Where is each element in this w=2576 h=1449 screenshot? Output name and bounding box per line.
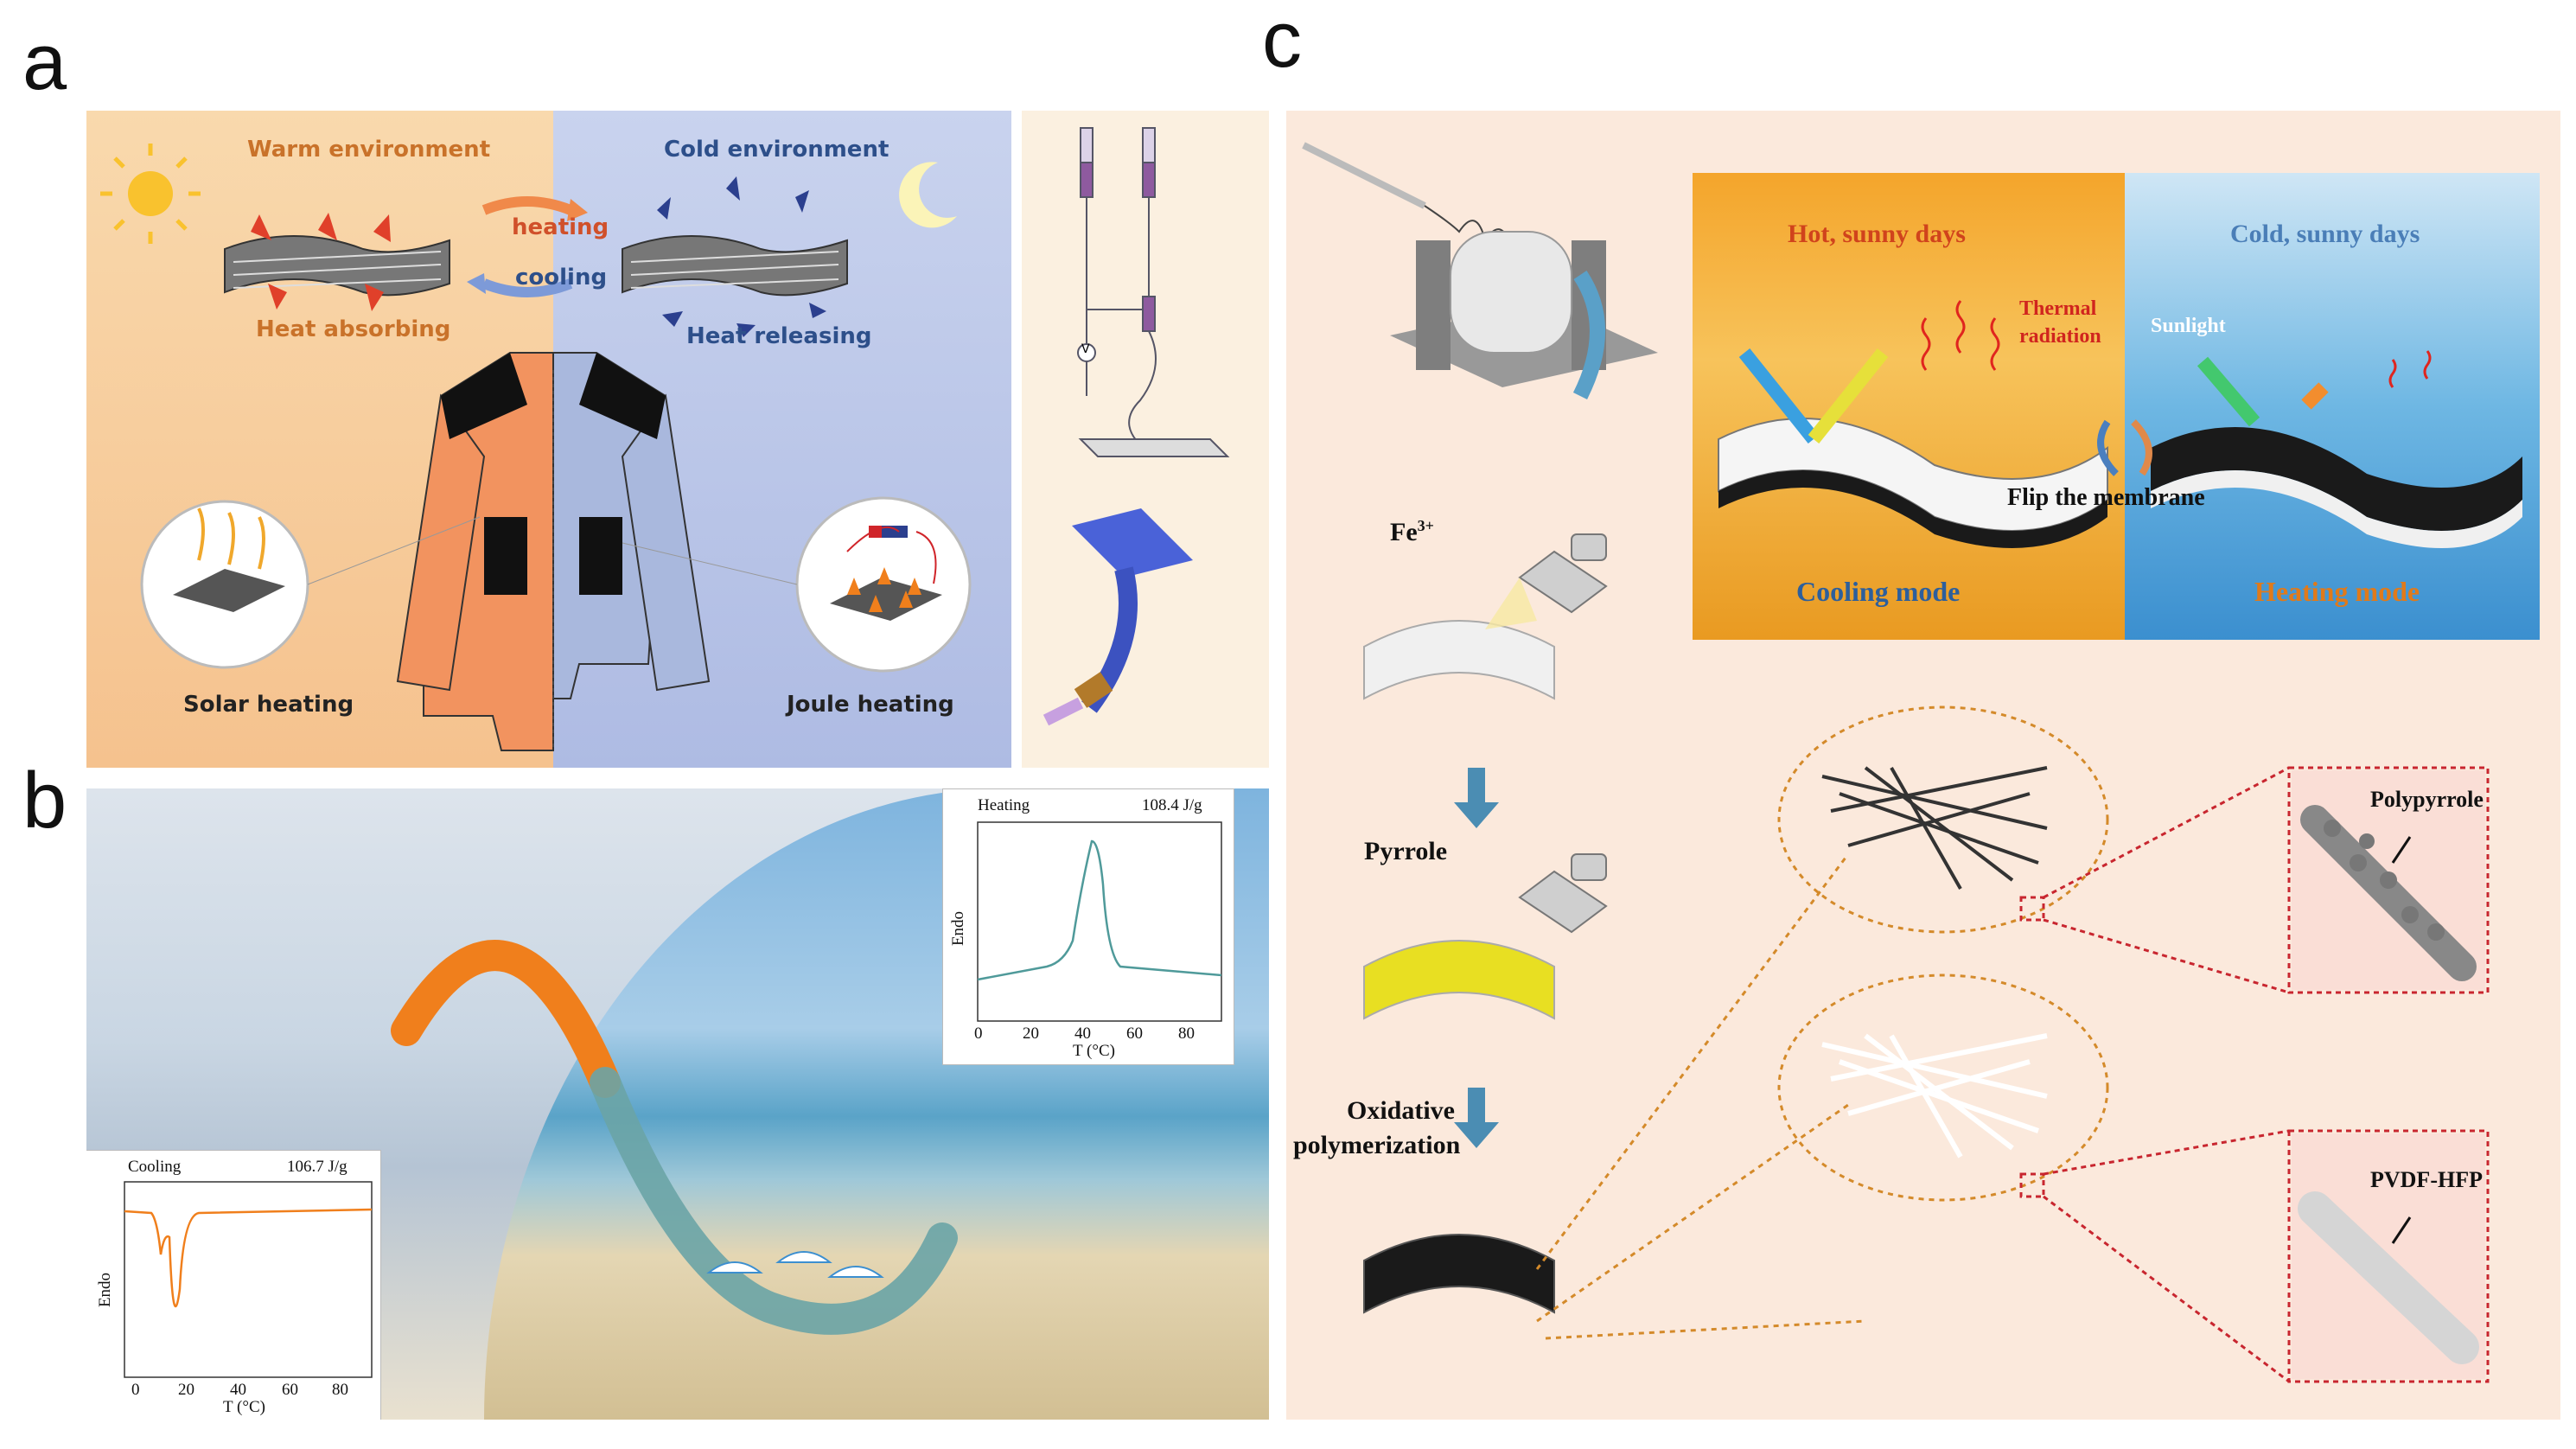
panel-b: Heating 108.4 J/g Endo 0 20 40 60 80 T (…: [86, 788, 1269, 1420]
panel-letter-b: b: [22, 756, 67, 845]
oxidative-label: Oxidative: [1347, 1096, 1455, 1125]
absorb-arrows: [251, 213, 391, 311]
warm-environment-label: Warm environment: [247, 137, 491, 163]
cooling-tick-20: 20: [178, 1381, 194, 1399]
parasol-icons: [706, 1251, 884, 1278]
cooling-tick-60: 60: [282, 1381, 298, 1399]
cold-environment-label: Cold environment: [664, 137, 889, 163]
thermal-radiation-arrows: [1921, 300, 2432, 388]
black-fiber-network: [1821, 766, 2048, 890]
white-membrane: [1363, 620, 1555, 700]
solar-heating-label: Solar heating: [183, 692, 354, 718]
fiber-wave-illustration: [391, 940, 958, 1335]
zoom-box-lines: [2019, 766, 2490, 1383]
heating-mode-image: [2125, 173, 2540, 640]
mode-membranes: [1718, 300, 2522, 548]
joule-heating-label: Joule heating: [787, 692, 954, 718]
warm-fabric-mesh: [224, 235, 450, 297]
fe-label: Fe3+: [1390, 517, 1434, 547]
hot-days-label: Hot, sunny days: [1788, 220, 1966, 248]
cooling-enthalpy-label: 106.7 J/g: [287, 1158, 348, 1176]
sunlight-rainbow-arrows: [1738, 348, 2329, 444]
black-membrane: [1363, 1234, 1555, 1314]
yellow-membrane: [1363, 940, 1555, 1020]
cooling-mode-label: Cooling mode: [1796, 576, 1961, 607]
flip-arrows-icon: [2097, 419, 2152, 476]
cooling-dsc-inset: Cooling 106.7 J/g Endo 0 20 40 60 80 T (…: [86, 1150, 381, 1420]
heating-tick-0: 0: [974, 1025, 983, 1043]
pyrrole-label: Pyrrole: [1364, 837, 1448, 865]
cooling-arrow-label: cooling: [515, 265, 608, 290]
cooling-tick-0: 0: [131, 1381, 140, 1399]
moon-icon: [899, 162, 957, 228]
pvdf-rod-icon: [2298, 1191, 2479, 1364]
cooling-mode-image: [1693, 173, 2125, 640]
cooling-xlabel: T (°C): [223, 1398, 265, 1416]
pvdf-hfp-label: PVDF-HFP: [2370, 1167, 2483, 1192]
panel-c-illustration: [1302, 142, 2490, 1383]
cold-fabric-mesh: [622, 235, 848, 297]
process-arrow-2: [1454, 1088, 1499, 1148]
panel-letter-a: a: [22, 18, 67, 106]
voltmeter-symbol: V: [1081, 342, 1090, 356]
thermal-label: Thermal: [2019, 297, 2097, 320]
spray-gun-icon-2: [1518, 853, 1608, 934]
polypyrrole-label: Polypyrrole: [2370, 787, 2484, 812]
sunlight-label: Sunlight: [2151, 315, 2226, 337]
heating-tick-80: 80: [1178, 1025, 1195, 1043]
zoom-guide-lines: [1535, 705, 2109, 1340]
panel-a-illustration: [100, 127, 1230, 751]
heating-arrow-label: heating: [512, 214, 609, 240]
coaxial-fiber-illustration: [1043, 508, 1193, 726]
cooling-dsc-curve: [124, 1181, 373, 1378]
heating-tick-20: 20: [1023, 1025, 1039, 1043]
white-fiber-network: [1821, 1033, 2048, 1159]
heating-dsc-inset: Heating 108.4 J/g Endo 0 20 40 60 80 T (…: [942, 788, 1234, 1065]
solar-heating-circle: [140, 500, 481, 669]
electrospinning-setup: [1077, 127, 1230, 457]
process-arrow-1: [1454, 768, 1499, 828]
heating-mode-label: Heating: [978, 796, 1030, 814]
cold-days-label: Cold, sunny days: [2230, 220, 2420, 248]
heating-xlabel: T (°C): [1073, 1042, 1115, 1060]
cooling-tick-40: 40: [230, 1381, 246, 1399]
flip-membrane-label: Flip the membrane: [2007, 484, 2205, 511]
cooling-arrow-shape: [481, 278, 573, 297]
heating-tick-40: 40: [1074, 1025, 1091, 1043]
joule-heating-circle: [622, 496, 972, 673]
release-arrows: [657, 176, 826, 337]
drum-collector-icon: [1390, 231, 1658, 400]
sun-icon: [100, 144, 201, 244]
panel-letter-c: c: [1262, 0, 1302, 84]
spray-gun-icon-1: [1518, 533, 1608, 614]
fe-superscript: 3+: [1417, 517, 1434, 534]
heating-mode-label: Heating mode: [2254, 576, 2420, 607]
polypyrrole-rod-icon: [2300, 805, 2477, 981]
heating-arrow-shape: [481, 196, 573, 215]
panel-c: Fe3+ Pyrrole Oxidative polymerization Ho…: [1286, 111, 2560, 1420]
heating-enthalpy-label: 108.4 J/g: [1142, 796, 1202, 814]
radiation-label: radiation: [2019, 325, 2101, 348]
polymerization-label: polymerization: [1293, 1131, 1461, 1159]
jacket-illustration: [396, 352, 711, 751]
heating-tick-60: 60: [1126, 1025, 1143, 1043]
cooling-tick-80: 80: [332, 1381, 348, 1399]
heat-absorbing-label: Heat absorbing: [256, 316, 451, 342]
fe-text: Fe: [1390, 518, 1418, 546]
heat-releasing-label: Heat releasing: [686, 323, 872, 349]
panel-a: Warm environment Cold environment heatin…: [86, 111, 1269, 768]
heating-dsc-curve: [977, 821, 1222, 1022]
cooling-mode-label: Cooling: [128, 1158, 182, 1176]
